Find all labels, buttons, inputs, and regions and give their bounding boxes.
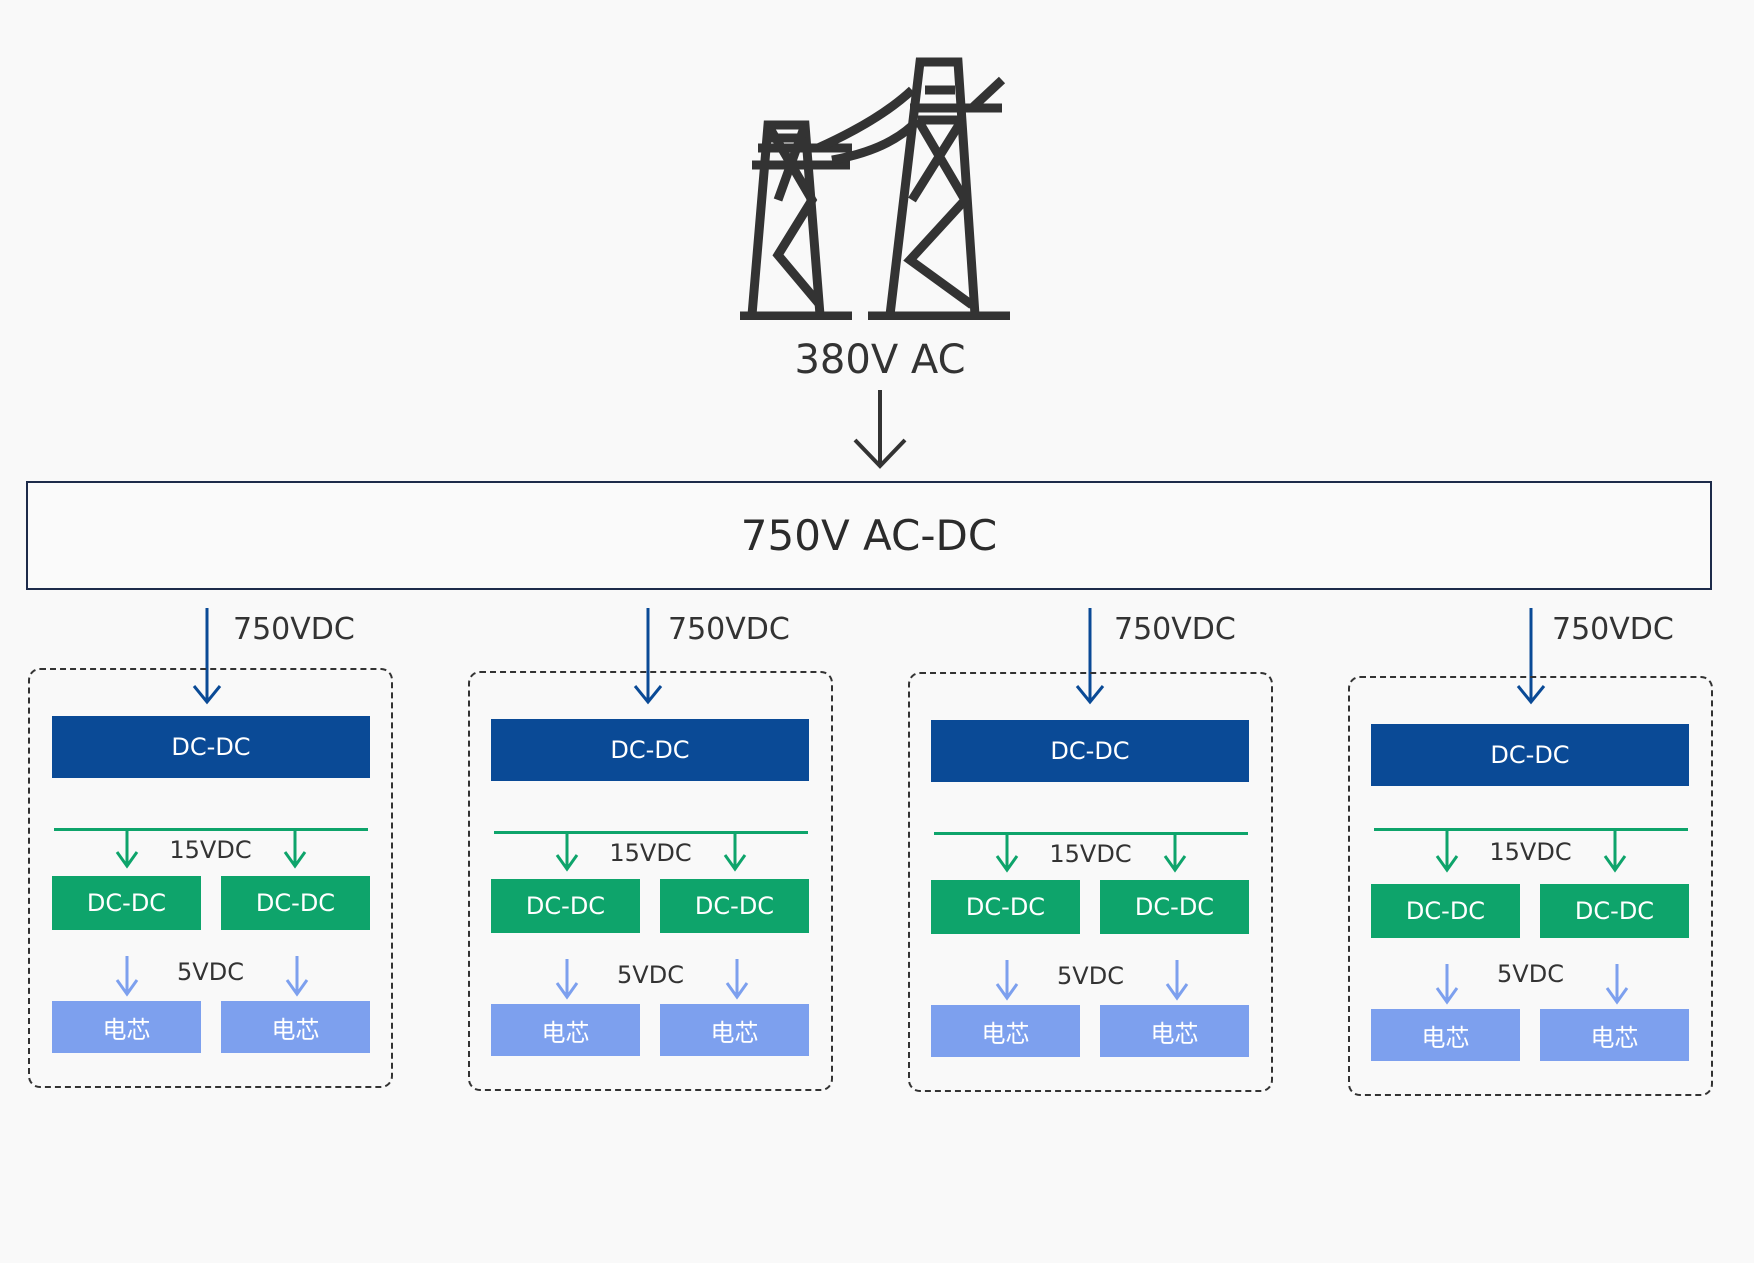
module-3-bus-line	[934, 832, 1248, 835]
module-2-cell-2: 电芯	[660, 1004, 809, 1056]
module-2: DC-DC 15VDC DC-DC DC-DC 5VDC 电芯 电芯	[468, 671, 833, 1091]
module-2-input-label: 750VDC	[668, 612, 790, 647]
module-4-arrows	[1435, 830, 1629, 1005]
module-3: DC-DC 15VDC DC-DC DC-DC 5VDC 电芯 电芯	[908, 672, 1273, 1092]
source-arrow	[853, 390, 907, 469]
module-2-main-dcdc: DC-DC	[491, 719, 809, 781]
ac-dc-converter-label: 750V AC-DC	[740, 511, 998, 560]
module-2-cell-1: 电芯	[491, 1004, 640, 1056]
module-1-sub-dcdc-1: DC-DC	[52, 876, 201, 930]
module-3-cell-2: 电芯	[1100, 1005, 1249, 1057]
module-4-main-dcdc: DC-DC	[1371, 724, 1689, 786]
module-1-cell-2: 电芯	[221, 1001, 370, 1053]
module-2-sub-dcdc-1: DC-DC	[491, 879, 640, 933]
module-1-input-label: 750VDC	[233, 612, 355, 647]
module-1-sub-dcdc-2: DC-DC	[221, 876, 370, 930]
module-1-bus-voltage: 15VDC	[169, 836, 252, 864]
source-voltage-label: 380V AC	[794, 337, 966, 383]
module-3-bus-voltage: 15VDC	[1049, 840, 1132, 868]
module-4-cell-voltage: 5VDC	[1497, 960, 1564, 988]
module-3-sub-dcdc-2: DC-DC	[1100, 880, 1249, 934]
module-1-cell-voltage: 5VDC	[177, 958, 244, 986]
module-3-cell-voltage: 5VDC	[1057, 962, 1124, 990]
module-1-bus-line	[54, 828, 368, 831]
module-4: DC-DC 15VDC DC-DC DC-DC 5VDC 电芯 电芯	[1348, 676, 1713, 1096]
module-3-sub-dcdc-1: DC-DC	[931, 880, 1080, 934]
module-1-main-dcdc: DC-DC	[52, 716, 370, 778]
power-tower-icon	[740, 57, 1010, 320]
module-2-bus-voltage: 15VDC	[609, 839, 692, 867]
module-1-arrows	[115, 830, 309, 997]
module-3-arrows	[995, 834, 1189, 1001]
module-4-bus-voltage: 15VDC	[1489, 838, 1572, 866]
module-1: DC-DC 15VDC DC-DC DC-DC 5VDC 电芯 电芯	[28, 668, 393, 1088]
module-4-bus-line	[1374, 828, 1688, 831]
module-2-cell-voltage: 5VDC	[617, 961, 684, 989]
module-4-input-label: 750VDC	[1552, 612, 1674, 647]
module-2-arrows	[555, 833, 749, 1000]
module-1-cell-1: 电芯	[52, 1001, 201, 1053]
module-2-sub-dcdc-2: DC-DC	[660, 879, 809, 933]
module-3-main-dcdc: DC-DC	[931, 720, 1249, 782]
ac-dc-converter: 750V AC-DC	[26, 481, 1712, 590]
module-4-cell-1: 电芯	[1371, 1009, 1520, 1061]
module-2-bus-line	[494, 831, 808, 834]
module-3-cell-1: 电芯	[931, 1005, 1080, 1057]
module-3-input-label: 750VDC	[1114, 612, 1236, 647]
module-4-sub-dcdc-2: DC-DC	[1540, 884, 1689, 938]
module-4-cell-2: 电芯	[1540, 1009, 1689, 1061]
module-4-sub-dcdc-1: DC-DC	[1371, 884, 1520, 938]
